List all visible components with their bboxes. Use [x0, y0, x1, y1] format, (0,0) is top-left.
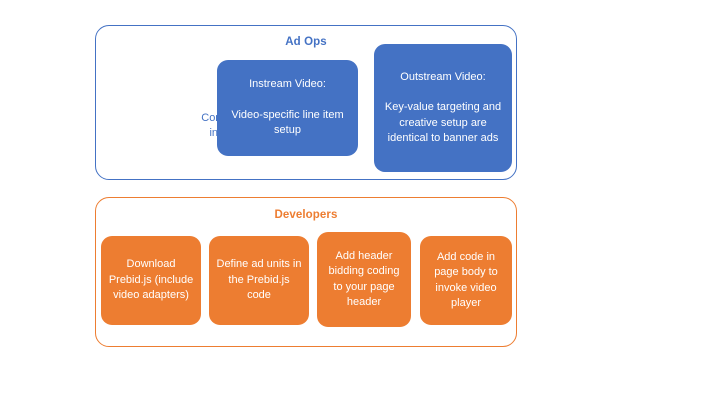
box-download-prebid-label: Download Prebid.js (include video adapte…: [108, 258, 194, 302]
box-outstream-video-headline: Outstream Video:: [400, 70, 486, 83]
group-title-ad-ops: Ad Ops: [285, 36, 327, 48]
box-download-prebid: Download Prebid.js (include video adapte…: [101, 236, 201, 325]
box-instream-video-headline: Instream Video:: [249, 78, 326, 91]
box-add-page-body-code-label: Add code in page body to invoke video pl…: [434, 250, 498, 310]
box-instream-video: Instream Video: Video-specific line item…: [217, 60, 358, 156]
box-define-ad-units-label: Define ad units in the Prebid.js code: [216, 258, 302, 302]
box-define-ad-units: Define ad units in the Prebid.js code: [209, 236, 309, 325]
box-add-header-bidding-label: Add header bidding coding to your page h…: [328, 249, 400, 309]
box-instream-video-body: Video-specific line item setup: [231, 108, 344, 137]
box-add-header-bidding: Add header bidding coding to your page h…: [317, 232, 411, 327]
box-outstream-video: Outstream Video: Key-value targeting and…: [374, 44, 512, 172]
box-add-page-body-code: Add code in page body to invoke video pl…: [420, 236, 512, 325]
group-title-developers: Developers: [274, 209, 338, 221]
box-outstream-video-body: Key-value targeting and creative setup a…: [384, 101, 502, 144]
